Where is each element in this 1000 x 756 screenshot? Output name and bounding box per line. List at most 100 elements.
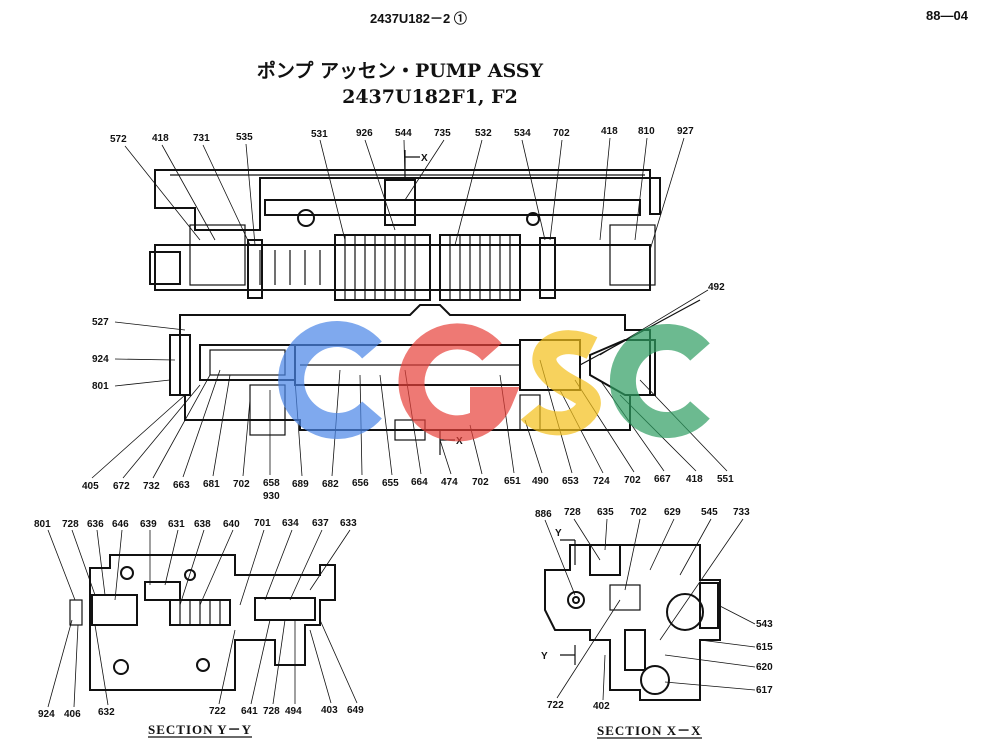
part-label: 731 (193, 133, 210, 144)
section-x-drawing: Y Y SECTION X－X (541, 528, 721, 739)
part-label: 403 (321, 705, 338, 716)
part-label: 639 (140, 519, 157, 530)
part-label: 702 (233, 479, 250, 490)
section-y-title: SECTION Y－Y (148, 722, 252, 737)
part-label: 689 (292, 479, 309, 490)
part-label: 543 (756, 619, 773, 630)
watermark-letter-s-yellow (520, 330, 601, 436)
part-label: 636 (87, 519, 104, 530)
part-label: 494 (285, 706, 302, 717)
part-label: 732 (143, 481, 160, 492)
part-label: 702 (553, 128, 570, 139)
part-label: 663 (173, 480, 190, 491)
main-labels-bottom: 405 672 732 663 681 702 658 930 689 682 … (82, 289, 734, 502)
part-label: 572 (110, 134, 127, 145)
part-label: 544 (395, 128, 412, 139)
part-label: 418 (152, 133, 169, 144)
part-label: 490 (532, 476, 549, 487)
part-label: 615 (756, 642, 773, 653)
part-label: 633 (340, 518, 357, 529)
part-label: 531 (311, 129, 328, 140)
part-label: 927 (677, 126, 694, 137)
part-label: 641 (241, 706, 258, 717)
part-label: 405 (82, 481, 99, 492)
cut-marker-y-bottom: Y (541, 651, 548, 662)
part-label: 701 (254, 518, 271, 529)
part-label: 629 (664, 507, 681, 518)
section-y-labels: 801 728 636 646 639 631 638 640 701 634 … (34, 518, 364, 720)
part-label: 664 (411, 477, 428, 488)
main-labels-side: 527 924 801 492 (92, 282, 725, 392)
part-label: 635 (597, 507, 614, 518)
watermark-letter-c-green (609, 324, 710, 438)
part-label: 926 (356, 128, 373, 139)
part-label: 924 (38, 709, 55, 720)
part-label: 667 (654, 474, 671, 485)
part-label: 658 (263, 478, 280, 489)
page-number: 88—04 (926, 8, 968, 23)
part-label: 527 (92, 317, 109, 328)
part-label: 620 (756, 662, 773, 673)
part-label: 406 (64, 709, 81, 720)
part-label: 722 (209, 706, 226, 717)
part-label: 682 (322, 479, 339, 490)
watermark-cgsc (278, 321, 710, 442)
section-x-labels: 886 728 635 702 629 545 733 543 615 620 … (535, 507, 773, 712)
part-label: 638 (194, 519, 211, 530)
part-label: 801 (34, 519, 51, 530)
part-label: 930 (263, 491, 280, 502)
part-label: 702 (472, 477, 489, 488)
part-label: 532 (475, 128, 492, 139)
part-label: 617 (756, 685, 773, 696)
cut-marker-x-bottom: X (456, 436, 463, 447)
part-label: 535 (236, 132, 253, 143)
part-label: 534 (514, 128, 531, 139)
part-label: 653 (562, 476, 579, 487)
part-label: 418 (686, 474, 703, 485)
part-label: 735 (434, 128, 451, 139)
part-label: 656 (352, 478, 369, 489)
part-label: 651 (504, 476, 521, 487)
part-label: 632 (98, 707, 115, 718)
part-label: 649 (347, 705, 364, 716)
part-label: 418 (601, 126, 618, 137)
part-label: 733 (733, 507, 750, 518)
part-label: 545 (701, 507, 718, 518)
part-number: 2437U182F1, F2 (342, 86, 518, 108)
part-label: 924 (92, 354, 109, 365)
part-label: 492 (708, 282, 725, 293)
part-label: 637 (312, 518, 329, 529)
part-label: 640 (223, 519, 240, 530)
part-label: 672 (113, 481, 130, 492)
part-label: 728 (564, 507, 581, 518)
watermark-letter-c-blue (278, 321, 382, 439)
part-label: 702 (624, 475, 641, 486)
part-label: 646 (112, 519, 129, 530)
part-label: 631 (168, 519, 185, 530)
part-label: 634 (282, 518, 299, 529)
part-label: 728 (62, 519, 79, 530)
part-label: 551 (717, 474, 734, 485)
cut-marker-x-top: X (421, 153, 428, 164)
main-labels-top: 572 418 731 535 531 926 544 735 532 534 … (110, 126, 694, 251)
part-label: 886 (535, 509, 552, 520)
section-x-title: SECTION X－X (597, 723, 702, 738)
part-label: 655 (382, 478, 399, 489)
watermark-letter-g-red (398, 323, 520, 442)
part-label: 702 (630, 507, 647, 518)
part-label: 722 (547, 700, 564, 711)
part-label: 810 (638, 126, 655, 137)
gear-1 (334, 234, 431, 301)
part-label: 728 (263, 706, 280, 717)
part-label: 402 (593, 701, 610, 712)
document-code: 2437U182－2 ① (370, 11, 467, 26)
part-label: 724 (593, 476, 610, 487)
gear-2 (439, 234, 521, 301)
section-y-drawing: SECTION Y－Y (69, 554, 336, 738)
part-label: 681 (203, 479, 220, 490)
part-label: 801 (92, 381, 109, 392)
part-label: 474 (441, 477, 458, 488)
diagram-title: ポンプ アッセン・PUMP ASSY (256, 60, 544, 82)
cut-marker-y-top: Y (555, 528, 562, 539)
